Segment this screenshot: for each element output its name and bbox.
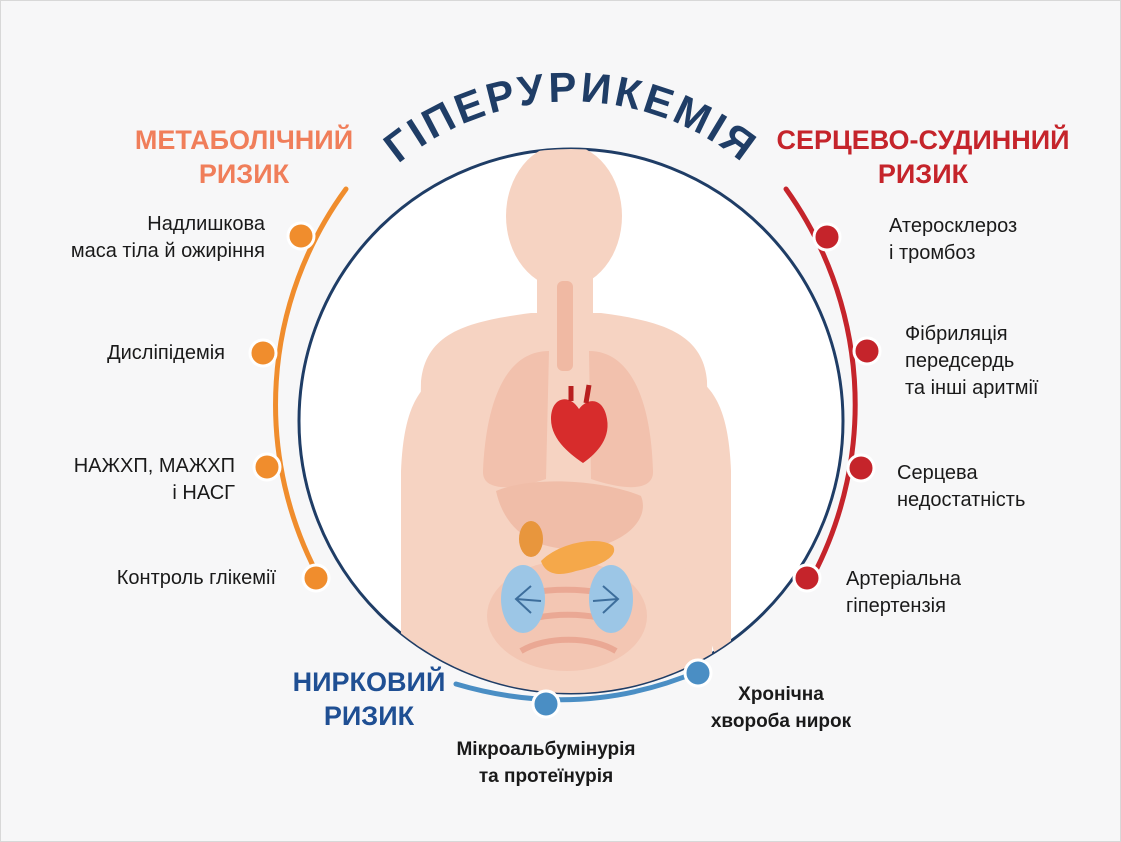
cardio-dot-4 — [792, 563, 822, 593]
renal-item-2-line2: хвороба нирок — [710, 711, 852, 732]
left-kidney-vessels — [514, 585, 542, 614]
renal-item-2: Хронічна хвороба нирок — [701, 681, 861, 735]
metabolic-item-1-line1: Надлишкова — [147, 213, 265, 235]
right-lung-shape — [589, 351, 654, 488]
metabolic-item-2: Дисліпідемія — [107, 340, 225, 367]
metabolic-heading-line2: РИЗИК — [198, 159, 290, 189]
cardio-item-3-line2: недостатність — [897, 489, 1026, 511]
cardio-heading: СЕРЦЕВО-СУДИННИЙ РИЗИК — [773, 123, 1073, 191]
metabolic-heading: МЕТАБОЛІЧНИЙ РИЗИК — [129, 123, 359, 191]
right-arm-shape — [683, 381, 731, 693]
cardio-item-4-line1: Артеріальна — [846, 568, 962, 590]
cardio-dot-3 — [846, 453, 876, 483]
cardio-item-1-line2: і тромбоз — [889, 242, 976, 264]
cardio-item-2-line2: передсердь — [905, 350, 1015, 372]
head-shape — [506, 149, 622, 288]
left-lung-shape — [482, 351, 549, 488]
left-arm-shape — [401, 381, 449, 693]
heart-shape — [551, 399, 608, 463]
metabolic-dot-3 — [252, 452, 282, 482]
cardio-item-1: Атеросклероз і тромбоз — [889, 213, 1017, 267]
renal-dot-1 — [531, 689, 561, 719]
metabolic-item-4: Контроль глікемії — [117, 565, 276, 592]
renal-item-1: Мікроальбумінурія та протеїнурія — [441, 736, 651, 790]
metabolic-item-4-line1: Контроль глікемії — [116, 567, 276, 589]
renal-heading-line1: НИРКОВИЙ — [292, 667, 446, 697]
renal-item-1-line2: та протеїнурія — [478, 766, 614, 787]
cardio-item-3-line1: Серцева — [897, 462, 978, 484]
cardio-item-2-line1: Фібриляція — [905, 323, 1008, 345]
pancreas-shape — [541, 541, 615, 574]
metabolic-item-1-line2: маса тіла й ожиріння — [70, 240, 265, 262]
metabolic-heading-line1: МЕТАБОЛІЧНИЙ — [134, 125, 354, 155]
metabolic-dot-4 — [301, 563, 331, 593]
renal-item-2-line1: Хронічна — [738, 684, 824, 705]
metabolic-item-1: Надлишкова маса тіла й ожиріння — [71, 211, 265, 265]
renal-heading: НИРКОВИЙ РИЗИК — [279, 665, 459, 733]
cardio-item-3: Серцева недостатність — [897, 460, 1025, 514]
renal-heading-line2: РИЗИК — [323, 701, 415, 731]
metabolic-item-3-line2: і НАСГ — [172, 482, 235, 504]
cardio-item-1-line1: Атеросклероз — [889, 215, 1018, 237]
gallbladder-shape — [519, 521, 543, 557]
metabolic-item-3: НАЖХП, МАЖХП і НАСГ — [74, 453, 235, 507]
cardio-item-4: Артеріальна гіпертензія — [846, 566, 961, 620]
metabolic-item-3-line1: НАЖХП, МАЖХП — [73, 455, 235, 477]
metabolic-dot-1 — [286, 221, 316, 251]
renal-item-1-line1: Мікроальбумінурія — [456, 739, 636, 760]
right-kidney-vessels — [592, 585, 620, 614]
cardio-heading-line1: СЕРЦЕВО-СУДИННИЙ — [776, 125, 1070, 155]
metabolic-dot-2 — [248, 338, 278, 368]
cardio-dot-1 — [812, 222, 842, 252]
cardio-item-2-line3: та інші аритмії — [905, 377, 1039, 399]
metabolic-arc — [273, 186, 349, 584]
heart-vessels — [568, 384, 592, 404]
metabolic-item-2-line1: Дисліпідемія — [107, 342, 225, 364]
cardio-dot-2 — [852, 336, 882, 366]
renal-dot-2 — [683, 658, 713, 688]
cardio-item-2: Фібриляція передсердь та інші аритмії — [905, 321, 1038, 402]
trachea-shape — [557, 281, 573, 371]
cardio-item-4-line2: гіпертензія — [846, 595, 946, 617]
cardio-heading-line2: РИЗИК — [877, 159, 969, 189]
renal-arc — [453, 668, 702, 703]
human-body-illustration — [401, 149, 731, 693]
